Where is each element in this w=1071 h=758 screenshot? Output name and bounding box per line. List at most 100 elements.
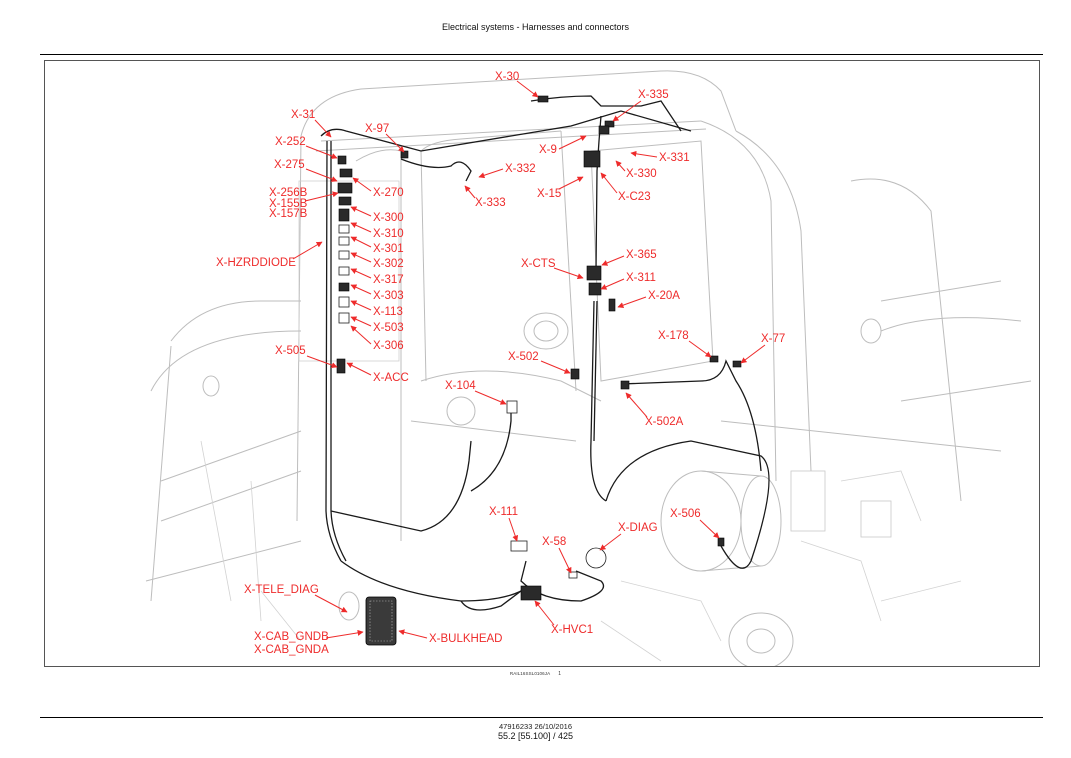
svg-text:X-77: X-77	[761, 333, 785, 345]
svg-text:X-111: X-111	[489, 506, 518, 518]
callout-x-306: X-306	[350, 325, 404, 352]
callout-x-c23: X-C23	[600, 172, 651, 203]
callout-x-502a: X-502A	[625, 392, 684, 428]
callout-x-335: X-335	[612, 89, 669, 122]
svg-text:X-335: X-335	[638, 89, 669, 101]
svg-text:X-275: X-275	[274, 159, 305, 171]
callout-x-317: X-317	[350, 268, 404, 286]
callout-x-58: X-58	[542, 536, 572, 574]
svg-text:X-DIAG: X-DIAG	[618, 522, 658, 534]
callout-x-cab-gndb: X-CAB_GNDB	[254, 629, 364, 643]
svg-text:X-CAB_GNDB: X-CAB_GNDB	[254, 631, 329, 643]
callout-x-178: X-178	[658, 330, 712, 358]
callout-x-155b: X-155B	[269, 198, 308, 210]
callout-x-cts: X-CTS	[521, 258, 584, 280]
wiring-harness	[320, 95, 770, 611]
engine-air-filter	[660, 470, 782, 572]
svg-text:X-270: X-270	[373, 187, 404, 199]
callout-x-330: X-330	[615, 160, 657, 180]
svg-text:X-311: X-311	[626, 272, 656, 284]
callout-x-365: X-365	[601, 249, 657, 266]
svg-text:X-TELE_DIAG: X-TELE_DIAG	[244, 584, 319, 596]
callout-x-acc: X-ACC	[346, 362, 409, 384]
connectors	[336, 95, 742, 646]
callout-x-503: X-503	[350, 316, 404, 334]
svg-text:X-333: X-333	[475, 197, 506, 209]
svg-text:X-58: X-58	[542, 536, 566, 548]
callout-x-302: X-302	[350, 252, 404, 270]
svg-text:X-332: X-332	[505, 163, 536, 175]
callout-x-311: X-311	[600, 272, 656, 290]
callout-x-31: X-31	[291, 109, 332, 138]
svg-text:X-HVC1: X-HVC1	[551, 624, 593, 636]
left-grille	[298, 180, 400, 362]
callout-x-20a: X-20A	[617, 290, 680, 309]
svg-text:X-CAB_GNDA: X-CAB_GNDA	[254, 644, 329, 656]
callout-x-505: X-505	[275, 345, 338, 368]
footer-doc-ref: 47916233 26/10/2016	[499, 722, 572, 731]
callout-x-30: X-30	[495, 71, 539, 98]
svg-text:X-30: X-30	[495, 71, 519, 83]
svg-text:X-20A: X-20A	[648, 290, 680, 302]
svg-text:X-300: X-300	[373, 212, 404, 224]
footer-page-number: 55.2 [55.100] / 425	[497, 731, 574, 741]
svg-text:X-BULKHEAD: X-BULKHEAD	[429, 633, 503, 645]
svg-text:X-502: X-502	[508, 351, 539, 363]
svg-text:X-15: X-15	[537, 188, 561, 200]
svg-text:X-178: X-178	[658, 330, 689, 342]
callout-x-diag: X-DIAG	[599, 522, 658, 551]
callout-x-104: X-104	[445, 380, 507, 405]
svg-text:X-506: X-506	[670, 508, 701, 520]
callout-x-111: X-111	[489, 506, 519, 542]
callout-x-270: X-270	[352, 177, 404, 199]
svg-text:X-502A: X-502A	[645, 416, 684, 428]
callout-x-tele-diag: X-TELE_DIAG	[244, 584, 348, 613]
svg-text:X-256B: X-256B	[269, 187, 308, 199]
svg-text:X-303: X-303	[373, 290, 404, 302]
callout-x-301: X-301	[350, 236, 404, 255]
callout-x-cab-gnda: X-CAB_GNDA	[254, 644, 329, 656]
svg-text:X-157B: X-157B	[269, 208, 308, 220]
svg-text:X-104: X-104	[445, 380, 476, 392]
callout-x-332: X-332	[478, 163, 536, 179]
figure-frame: X-30 X-335 X-31 X-97 X-252 X-9 X-331 X-2…	[44, 60, 1040, 667]
svg-text:X-331: X-331	[659, 152, 690, 164]
harness-illustration: X-30 X-335 X-31 X-97 X-252 X-9 X-331 X-2…	[145, 70, 1032, 666]
svg-text:X-HZRDDIODE: X-HZRDDIODE	[216, 257, 296, 269]
callout-x-256b: X-256B	[269, 187, 339, 202]
callout-x-9: X-9	[539, 135, 587, 156]
callout-x-hzrddiode: X-HZRDDIODE	[216, 241, 323, 269]
header-rule	[40, 54, 1043, 55]
figure-id: RAIL16SSL0106JA	[509, 671, 551, 676]
callout-x-157b: X-157B	[269, 208, 308, 220]
callout-x-hvc1: X-HVC1	[534, 600, 593, 636]
callout-x-300: X-300	[350, 206, 404, 224]
callout-x-15: X-15	[537, 176, 584, 200]
callout-x-333: X-333	[464, 185, 506, 209]
page-header-title: Electrical systems - Harnesses and conne…	[441, 22, 630, 32]
svg-text:X-365: X-365	[626, 249, 657, 261]
svg-text:X-310: X-310	[373, 228, 404, 240]
callout-x-331: X-331	[630, 150, 690, 164]
svg-text:X-113: X-113	[373, 306, 403, 318]
bulkhead-connector	[365, 596, 397, 646]
callout-x-303: X-303	[350, 284, 404, 302]
callout-x-506: X-506	[670, 508, 720, 539]
callout-x-275: X-275	[274, 159, 338, 182]
svg-text:X-252: X-252	[275, 136, 306, 148]
callout-x-97: X-97	[365, 123, 405, 153]
svg-text:X-CTS: X-CTS	[521, 258, 556, 270]
svg-text:X-302: X-302	[373, 258, 404, 270]
svg-text:X-ACC: X-ACC	[373, 372, 409, 384]
callouts: X-30 X-335 X-31 X-97 X-252 X-9 X-331 X-2…	[216, 71, 785, 656]
svg-text:X-306: X-306	[373, 340, 404, 352]
footer-rule	[40, 717, 1043, 718]
callout-x-77: X-77	[740, 333, 785, 364]
svg-text:X-330: X-330	[626, 168, 657, 180]
figure-number: 1	[558, 671, 562, 677]
callout-x-502: X-502	[508, 351, 571, 374]
svg-text:X-155B: X-155B	[269, 198, 308, 210]
figure-caption: RAIL16SSL0106JA 1	[0, 671, 1071, 677]
machine-body-drawing	[145, 70, 1032, 666]
callout-x-113: X-113	[350, 300, 403, 318]
